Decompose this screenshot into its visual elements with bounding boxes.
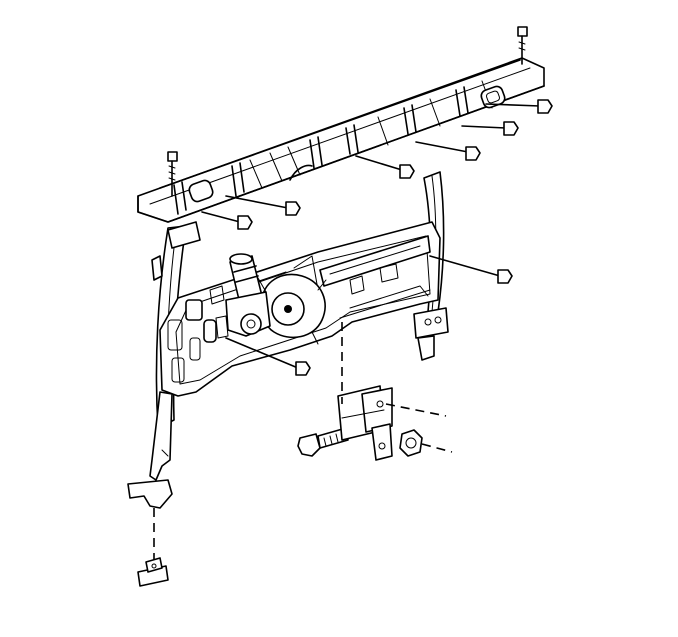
regulator-gear (257, 273, 327, 345)
upper-channel-rail (137, 57, 545, 223)
bolt-rail-4 (355, 155, 415, 179)
rail-stud-left (167, 151, 178, 197)
panel-lower-leg (127, 391, 173, 509)
panel-right-clip (413, 307, 449, 361)
alignment-lines (153, 322, 453, 574)
bolt-rail-6 (201, 211, 253, 230)
lower-clip (137, 557, 169, 587)
bolt-top-right (485, 99, 553, 114)
bolt-rail-2 (461, 121, 519, 136)
nut (399, 429, 423, 457)
rail-stud-right (517, 26, 528, 65)
mounting-bracket (337, 385, 393, 461)
bolt-panel-lower (225, 337, 311, 376)
bolt-rail-3 (415, 141, 481, 161)
bolt-rail-5 (225, 195, 301, 216)
regulator-motor (215, 253, 271, 339)
bolt-panel-right (429, 255, 513, 284)
bolt-bracket (297, 427, 349, 457)
